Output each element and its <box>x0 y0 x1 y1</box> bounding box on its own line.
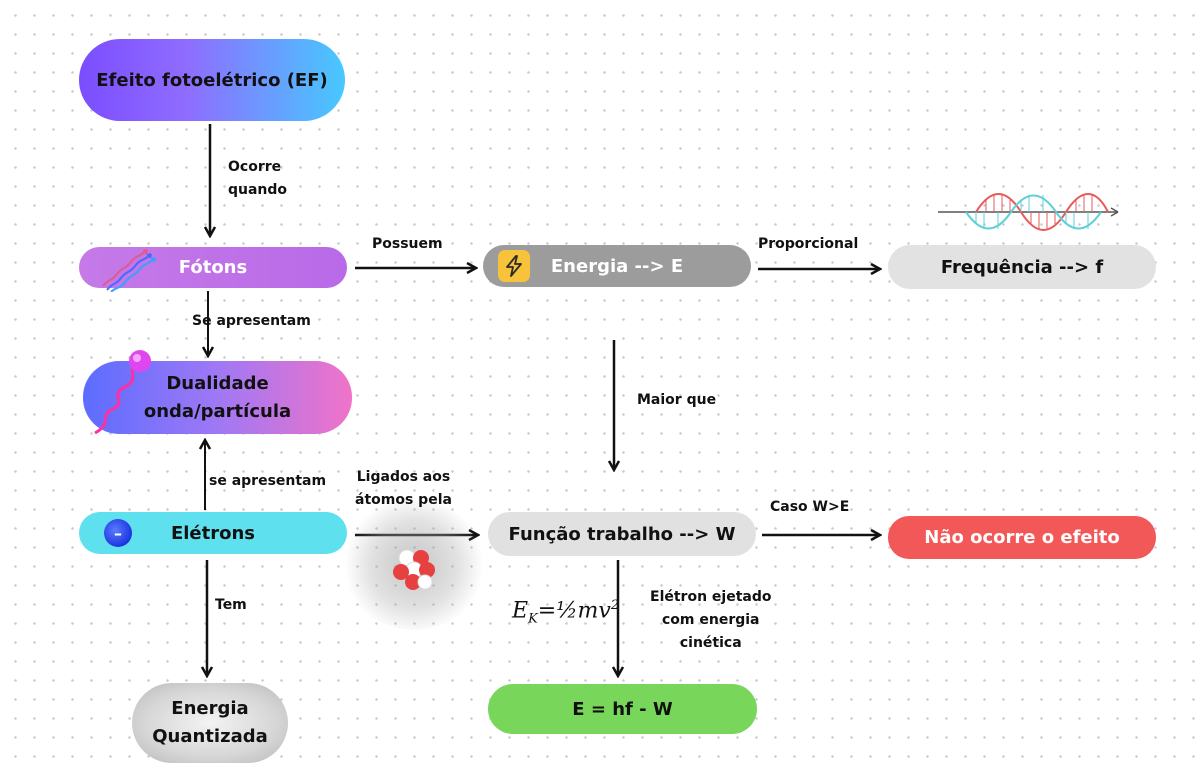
edge-label-ejetado-line3: cinética <box>679 635 742 651</box>
node-dualidade-line2: onda/partícula <box>143 400 292 422</box>
edge-label-ejetado-line2: com energia <box>661 612 760 628</box>
node-frequencia-label: Frequência --> f <box>940 256 1104 278</box>
edge-label-proporcional: Proporcional <box>758 236 859 252</box>
node-energia-label: Energia --> E <box>550 255 684 277</box>
edge-label-ligados: Ligados aos átomos pela <box>355 466 452 512</box>
edge-label-ligados-line2: átomos pela <box>355 492 452 508</box>
edge-label-ligados-line1: Ligados aos <box>356 469 451 485</box>
node-efeito-fotoeletrico: Efeito fotoelétrico (EF) <box>79 39 345 121</box>
particle-wave-icon <box>85 347 155 443</box>
edge-label-possuem: Possuem <box>372 236 443 252</box>
node-dualidade-line1: Dualidade <box>166 372 269 394</box>
node-eletrons-label: Elétrons <box>170 522 256 544</box>
node-fotons-label: Fótons <box>178 257 248 278</box>
node-dualidade: Dualidade onda/partícula <box>83 361 352 434</box>
node-nao-ocorre: Não ocorre o efeito <box>888 516 1156 559</box>
node-funcao-label: Função trabalho --> W <box>508 523 736 545</box>
node-efeito-label: Efeito fotoelétrico (EF) <box>96 69 328 91</box>
edge-label-se-apresentam-upper: Se apresentam <box>192 313 311 329</box>
node-equacao-label: E = hf - W <box>572 698 673 720</box>
node-energia-quantizada-line2: Quantizada <box>152 726 268 747</box>
node-eletrons: Elétrons <box>79 512 347 554</box>
lightning-bolt-icon <box>498 250 530 282</box>
electron-minus-icon: – <box>104 519 132 547</box>
formula-superscript: 2 <box>610 598 620 613</box>
node-nao-ocorre-label: Não ocorre o efeito <box>924 527 1120 548</box>
node-energia-quantizada: Energia Quantizada <box>132 683 288 763</box>
edge-label-ejetado-line1: Elétron ejetado <box>650 589 772 605</box>
edge-label-tem: Tem <box>215 597 247 613</box>
atom-nucleus-icon <box>343 500 485 630</box>
formula-rhs: =½mv <box>537 598 611 624</box>
node-energia-quantizada-line1: Energia <box>171 698 249 719</box>
node-equacao: E = hf - W <box>488 684 757 734</box>
edge-label-caso: Caso W>E <box>770 499 850 515</box>
edge-label-ocorre-quando: Ocorre quando <box>228 156 287 202</box>
node-frequencia: Frequência --> f <box>888 245 1156 289</box>
node-funcao-trabalho: Função trabalho --> W <box>488 512 756 556</box>
kinetic-energy-formula: EK=½mv2 <box>512 598 619 627</box>
edge-label-ocorre-line2: quando <box>228 182 288 198</box>
edge-label-ocorre-line1: Ocorre <box>228 159 282 175</box>
edge-label-eletron-ejetado: Elétron ejetado com energia cinética <box>650 586 771 655</box>
node-fotons: Fótons <box>79 247 347 288</box>
photon-rays-icon <box>97 244 157 296</box>
edge-label-maior-que: Maior que <box>637 392 717 408</box>
formula-e: E <box>512 598 529 624</box>
formula-subscript: K <box>528 611 538 627</box>
edge-label-se-apresentam-lower: se apresentam <box>209 473 327 489</box>
sine-wave-icon <box>936 186 1126 240</box>
